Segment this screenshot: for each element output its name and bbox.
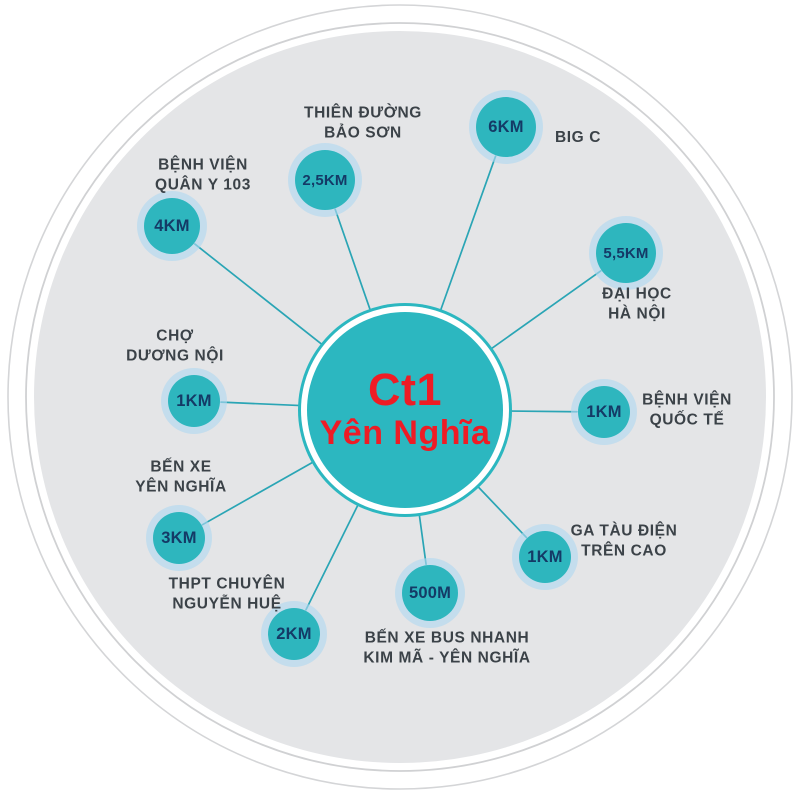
distance-badge-dai-hoc-ha-noi[interactable]: 5,5KM [596, 223, 656, 283]
spoke-line-thien-duong-bao-son [334, 208, 371, 310]
spoke-line-ben-xe-bus-nhanh [418, 515, 427, 566]
spoke-line-ben-xe-yen-nghia [201, 461, 313, 526]
spoke-line-dai-hoc-ha-noi [491, 270, 602, 349]
spoke-lines-group [193, 155, 602, 611]
amenity-label-ga-tau-dien-tren-cao: GA TÀU ĐIỆN TRÊN CAO [570, 522, 678, 560]
distance-badge-ben-xe-bus-nhanh[interactable]: 500M [402, 565, 458, 621]
spoke-line-benh-vien-quan-y-103 [193, 243, 322, 345]
amenity-label-thpt-chuyen-nguyen-hue: THPT CHUYÊN NGUYỄN HUỆ [168, 575, 286, 613]
amenity-label-ben-xe-bus-nhanh: BẾN XE BUS NHANH KIM MÃ - YÊN NGHĨA [363, 629, 531, 667]
distance-badge-benh-vien-quoc-te[interactable]: 1KM [578, 386, 630, 438]
distance-badge-benh-vien-quan-y-103[interactable]: 4KM [144, 198, 200, 254]
spoke-line-benh-vien-quoc-te [511, 410, 578, 413]
distance-badge-cho-duong-noi[interactable]: 1KM [168, 375, 220, 427]
amenity-label-big-c: BIG C [554, 128, 602, 146]
distance-badge-thien-duong-bao-son[interactable]: 2,5KM [295, 150, 355, 210]
outer-ring-1 [7, 4, 793, 790]
spoke-line-ga-tau-dien-tren-cao [477, 486, 528, 539]
hub-node: Ct1 Yên Nghĩa [307, 312, 503, 508]
spoke-line-thpt-chuyen-nguyen-hue [305, 505, 359, 611]
outer-ring-2 [25, 22, 775, 772]
distance-badge-ben-xe-yen-nghia[interactable]: 3KM [153, 512, 205, 564]
distance-badge-big-c[interactable]: 6KM [476, 97, 536, 157]
amenity-label-ben-xe-yen-nghia: BẾN XE YÊN NGHĨA [135, 458, 227, 496]
distance-badge-ga-tau-dien-tren-cao[interactable]: 1KM [519, 531, 571, 583]
hub-title-line2: Yên Nghĩa [319, 414, 491, 453]
hub-title-line1: Ct1 [367, 363, 442, 415]
amenity-label-dai-hoc-ha-noi: ĐẠI HỌC HÀ NỘI [602, 285, 672, 323]
distance-badge-thpt-chuyen-nguyen-hue[interactable]: 2KM [268, 608, 320, 660]
amenity-label-benh-vien-quoc-te: BỆNH VIỆN QUỐC TẾ [642, 391, 732, 429]
spoke-line-cho-duong-noi [220, 401, 299, 407]
amenity-label-benh-vien-quan-y-103: BỆNH VIỆN QUÂN Y 103 [155, 156, 251, 194]
amenity-label-thien-duong-bao-son: THIÊN ĐƯỜNG BẢO SƠN [304, 104, 422, 142]
amenity-label-cho-duong-noi: CHỢ DƯƠNG NỘI [126, 327, 224, 365]
spoke-line-big-c [440, 155, 497, 311]
